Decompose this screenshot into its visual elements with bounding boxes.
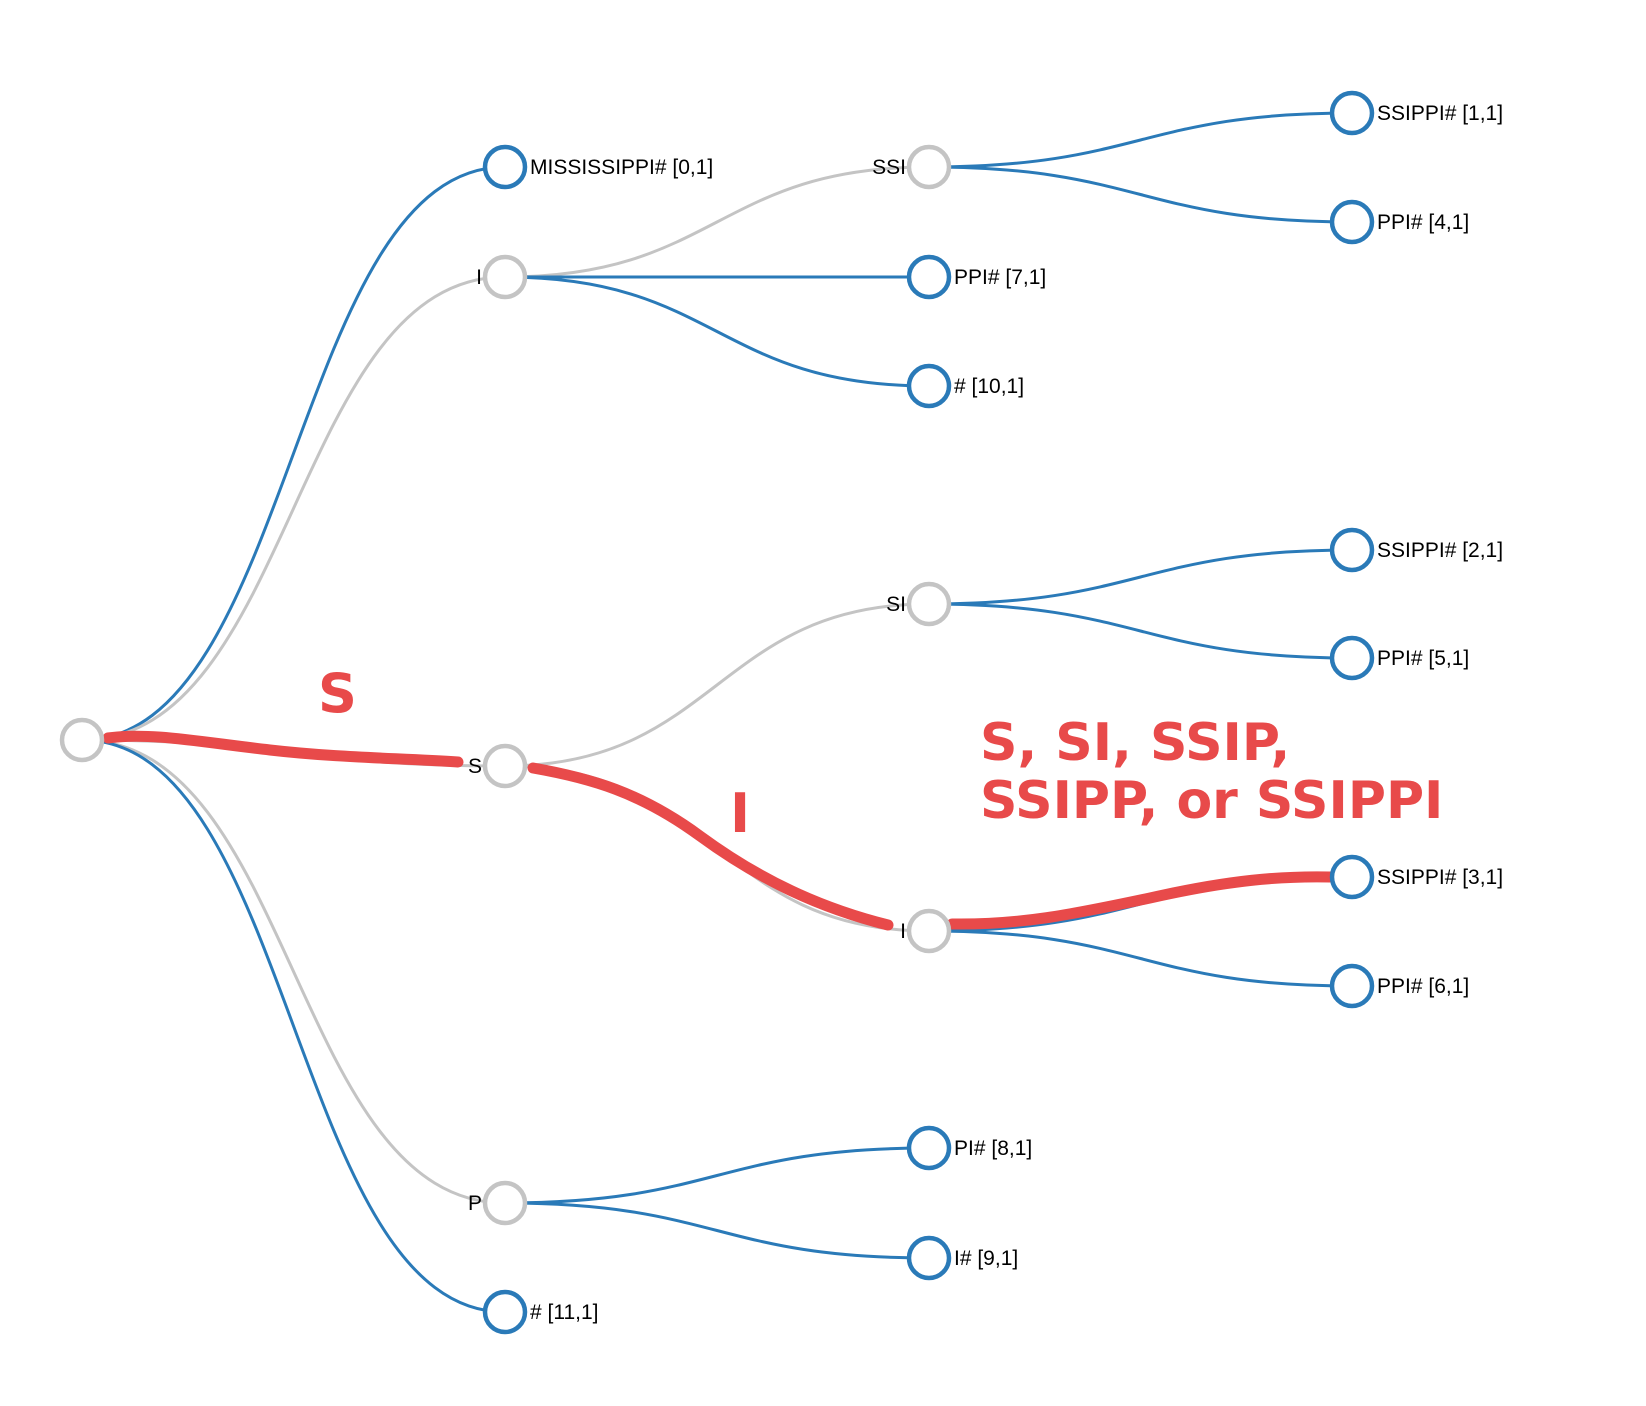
leaf-node[interactable]: PPI# [7,1] (906, 254, 1046, 300)
node-circle[interactable] (1329, 635, 1375, 681)
tree-nodes: MISSISSIPPI# [0,1]ISP# [11,1]SSIPPI# [7,… (59, 90, 1503, 1335)
annotation-note-line1: S, SI, SSIP, (980, 713, 1290, 773)
node-circle[interactable] (1329, 199, 1375, 245)
node-circle[interactable] (906, 581, 952, 627)
leaf-node[interactable]: SSIPPI# [2,1] (1329, 527, 1503, 573)
leaf-node[interactable]: PPI# [6,1] (1329, 963, 1469, 1009)
annotation-edge-i: I (730, 782, 750, 845)
highlight-stroke-ssippi (946, 871, 1336, 930)
node-circle[interactable] (906, 1235, 952, 1281)
annotation-note-line2: SSIPP, or SSIPPI (980, 771, 1443, 831)
tree-edge (81, 738, 506, 1314)
node-circle[interactable] (906, 908, 952, 954)
tree-edge (81, 738, 506, 1205)
node-label: PI# [8,1] (954, 1137, 1032, 1160)
node-circle[interactable] (482, 144, 528, 190)
tree-edge (504, 1201, 930, 1260)
node-label: SI (886, 593, 906, 616)
node-label: PPI# [7,1] (954, 266, 1046, 289)
node-circle[interactable] (1329, 854, 1375, 900)
internal-node[interactable]: P (468, 1180, 528, 1226)
internal-node[interactable] (59, 717, 105, 763)
leaf-node[interactable]: SSIPPI# [1,1] (1329, 90, 1503, 136)
node-label: SSIPPI# [1,1] (1377, 102, 1503, 125)
node-circle[interactable] (906, 254, 952, 300)
leaf-node[interactable]: I# [9,1] (906, 1235, 1018, 1281)
tree-edge (504, 275, 930, 388)
tree-edge (81, 275, 506, 742)
leaf-node[interactable]: MISSISSIPPI# [0,1] (482, 144, 713, 190)
node-label: SSIPPI# [3,1] (1377, 866, 1503, 889)
internal-node[interactable]: SI (886, 581, 952, 627)
tree-edge (928, 111, 1353, 169)
node-label: I (900, 920, 906, 943)
node-circle[interactable] (1329, 527, 1375, 573)
node-label: MISSISSIPPI# [0,1] (530, 156, 713, 179)
internal-node[interactable]: SSI (872, 144, 952, 190)
tree-edge (928, 548, 1353, 606)
tree-edge (928, 165, 1353, 224)
node-circle[interactable] (1329, 90, 1375, 136)
node-label: # [10,1] (954, 375, 1024, 398)
internal-node[interactable]: I (900, 908, 952, 954)
leaf-node[interactable]: PPI# [4,1] (1329, 199, 1469, 245)
tree-edge (928, 929, 1353, 988)
highlight-stroke-i (527, 762, 894, 931)
node-circle[interactable] (906, 144, 952, 190)
handwritten-annotations: S I S, SI, SSIP, SSIPP, or SSIPPI (318, 662, 1443, 845)
tree-edge (504, 602, 930, 768)
node-circle[interactable] (482, 254, 528, 300)
highlighted-path (102, 730, 1336, 931)
node-label: PPI# [4,1] (1377, 211, 1469, 234)
node-label: I# [9,1] (954, 1247, 1018, 1270)
node-label: # [11,1] (530, 1301, 599, 1324)
internal-node[interactable]: S (468, 743, 528, 789)
leaf-node[interactable]: # [11,1] (482, 1289, 599, 1335)
leaf-node[interactable]: SSIPPI# [3,1] (1329, 854, 1503, 900)
tree-edge (928, 602, 1353, 660)
annotation-edge-s: S (318, 662, 357, 725)
node-circle[interactable] (59, 717, 105, 763)
node-label: SSIPPI# [2,1] (1377, 539, 1503, 562)
tree-edge (81, 165, 506, 742)
node-label: SSI (872, 156, 906, 179)
node-label: PPI# [5,1] (1377, 647, 1469, 670)
node-circle[interactable] (1329, 963, 1375, 1009)
leaf-node[interactable]: PPI# [5,1] (1329, 635, 1469, 681)
node-circle[interactable] (906, 363, 952, 409)
internal-node[interactable]: I (476, 254, 528, 300)
node-label: PPI# [6,1] (1377, 975, 1469, 998)
node-circle[interactable] (482, 1289, 528, 1335)
node-label: P (468, 1192, 482, 1215)
leaf-node[interactable]: # [10,1] (906, 363, 1024, 409)
tree-edge (504, 1146, 930, 1205)
node-circle[interactable] (482, 1180, 528, 1226)
node-circle[interactable] (482, 743, 528, 789)
highlight-stroke-s (102, 730, 464, 768)
tree-edges (81, 111, 1353, 1314)
node-label: S (468, 755, 482, 778)
leaf-node[interactable]: PI# [8,1] (906, 1125, 1032, 1171)
node-label: I (476, 266, 482, 289)
tree-edge (504, 165, 930, 279)
node-circle[interactable] (906, 1125, 952, 1171)
